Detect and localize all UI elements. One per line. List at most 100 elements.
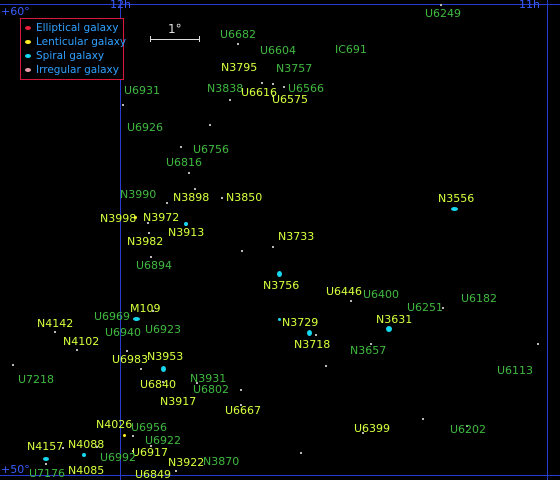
galaxy-label-u6202[interactable]: U6202 [450, 423, 487, 436]
galaxy-label-u6983[interactable]: U6983 [112, 353, 149, 366]
galaxy-label-n3729[interactable]: N3729 [282, 316, 319, 329]
galaxy-label-u6575[interactable]: U6575 [272, 93, 309, 106]
spiral-galaxy-marker [307, 330, 312, 336]
galaxy-label-n3870[interactable]: N3870 [203, 455, 240, 468]
galaxy-marker [422, 418, 424, 420]
galaxy-label-n3982[interactable]: N3982 [127, 235, 164, 248]
galaxy-marker [325, 365, 327, 367]
galaxy-label-u6940[interactable]: U6940 [105, 326, 142, 339]
dec-label-50: +50° [1, 463, 30, 476]
spiral-galaxy-marker [451, 207, 458, 211]
ra-line-12h [120, 0, 121, 480]
galaxy-marker [241, 250, 243, 252]
galaxy-marker [272, 83, 274, 85]
galaxy-label-u7218[interactable]: U7218 [18, 373, 55, 386]
galaxy-label-n3953[interactable]: N3953 [147, 350, 184, 363]
galaxy-label-u6604[interactable]: U6604 [260, 44, 297, 57]
galaxy-label-n4088[interactable]: N4088 [68, 438, 105, 451]
galaxy-label-n4102[interactable]: N4102 [63, 335, 100, 348]
legend-item-irregular: Irregular galaxy [25, 64, 119, 76]
galaxy-label-n3898[interactable]: N3898 [173, 191, 210, 204]
galaxy-marker [175, 470, 177, 472]
legend-label: Spiral galaxy [36, 50, 105, 62]
galaxy-marker [442, 307, 444, 309]
galaxy-label-m109[interactable]: M109 [130, 302, 161, 315]
galaxy-marker [537, 343, 539, 345]
galaxy-label-u7176[interactable]: U7176 [29, 467, 66, 480]
galaxy-label-u6182[interactable]: U6182 [461, 292, 498, 305]
galaxy-label-u6956[interactable]: U6956 [131, 421, 168, 434]
galaxy-label-n3913[interactable]: N3913 [168, 226, 205, 239]
galaxy-marker [350, 300, 352, 302]
galaxy-label-n3657[interactable]: N3657 [350, 344, 387, 357]
galaxy-label-n3998[interactable]: N3998 [100, 212, 137, 225]
lenticular-symbol-icon [25, 40, 31, 44]
lenticular-galaxy-marker [123, 434, 126, 437]
galaxy-label-n3718[interactable]: N3718 [294, 338, 331, 351]
spiral-galaxy-marker [133, 317, 140, 321]
galaxy-marker [370, 343, 372, 345]
galaxy-label-n3917[interactable]: N3917 [160, 395, 197, 408]
galaxy-marker [188, 172, 190, 174]
spiral-galaxy-marker [278, 318, 281, 321]
scale-label: 1° [168, 22, 182, 36]
legend-item-lenticular: Lenticular galaxy [25, 36, 126, 48]
galaxy-label-n3631[interactable]: N3631 [376, 313, 413, 326]
galaxy-marker [54, 331, 56, 333]
spiral-galaxy-marker [43, 457, 49, 461]
galaxy-label-u6667[interactable]: U6667 [225, 404, 262, 417]
galaxy-label-u6249[interactable]: U6249 [425, 7, 462, 20]
galaxy-label-u6566[interactable]: U6566 [288, 82, 325, 95]
galaxy-label-n3757[interactable]: N3757 [276, 62, 313, 75]
galaxy-label-n3756[interactable]: N3756 [263, 279, 300, 292]
galaxy-label-u6969[interactable]: U6969 [94, 310, 131, 323]
scale-bar-left-tick [150, 36, 151, 42]
galaxy-label-n3931[interactable]: N3931 [190, 372, 227, 385]
galaxy-label-n3972[interactable]: N3972 [143, 211, 180, 224]
galaxy-label-u6926[interactable]: U6926 [127, 121, 164, 134]
galaxy-label-n4026[interactable]: N4026 [96, 418, 133, 431]
galaxy-label-n3795[interactable]: N3795 [221, 61, 258, 74]
galaxy-label-u6840[interactable]: U6840 [140, 378, 177, 391]
galaxy-label-u6849[interactable]: U6849 [135, 468, 172, 480]
galaxy-label-u6894[interactable]: U6894 [136, 259, 173, 272]
galaxy-label-u6931[interactable]: U6931 [124, 84, 161, 97]
galaxy-label-n3990[interactable]: N3990 [120, 188, 157, 201]
spiral-galaxy-marker [277, 271, 282, 277]
galaxy-label-u6682[interactable]: U6682 [220, 28, 257, 41]
galaxy-marker [221, 197, 223, 199]
galaxy-label-u6923[interactable]: U6923 [145, 323, 182, 336]
galaxy-label-n3838[interactable]: N3838 [207, 82, 244, 95]
galaxy-label-n3850[interactable]: N3850 [226, 191, 263, 204]
spiral-galaxy-marker [82, 453, 86, 457]
galaxy-label-u6616[interactable]: U6616 [241, 86, 278, 99]
galaxy-label-n3733[interactable]: N3733 [278, 230, 315, 243]
galaxy-label-u6756[interactable]: U6756 [193, 143, 230, 156]
galaxy-label-u6400[interactable]: U6400 [363, 288, 400, 301]
galaxy-label-u6113[interactable]: U6113 [497, 364, 534, 377]
galaxy-marker [194, 188, 196, 190]
galaxy-label-u6917[interactable]: U6917 [132, 446, 169, 459]
galaxy-label-ic691[interactable]: IC691 [335, 43, 367, 56]
galaxy-label-u6802[interactable]: U6802 [193, 383, 230, 396]
legend: Elliptical galaxy Lenticular galaxy Spir… [20, 18, 126, 80]
galaxy-label-n3556[interactable]: N3556 [438, 192, 475, 205]
galaxy-label-n3922[interactable]: N3922 [168, 456, 205, 469]
galaxy-marker [180, 146, 182, 148]
galaxy-label-u6922[interactable]: U6922 [145, 434, 182, 447]
galaxy-label-u6399[interactable]: U6399 [354, 422, 391, 435]
galaxy-label-n4085[interactable]: N4085 [68, 464, 105, 477]
galaxy-label-u6816[interactable]: U6816 [166, 156, 203, 169]
galaxy-marker [315, 334, 317, 336]
galaxy-label-u6446[interactable]: U6446 [326, 285, 363, 298]
scale-bar [150, 39, 200, 40]
galaxy-marker [132, 435, 134, 437]
galaxy-label-n4142[interactable]: N4142 [37, 317, 74, 330]
galaxy-label-u6992[interactable]: U6992 [100, 451, 137, 464]
galaxy-label-n4157[interactable]: N4157 [27, 440, 64, 453]
galaxy-marker [229, 99, 231, 101]
galaxy-label-u6251[interactable]: U6251 [407, 301, 444, 314]
legend-item-spiral: Spiral galaxy [25, 50, 104, 62]
spiral-galaxy-marker [184, 222, 188, 226]
